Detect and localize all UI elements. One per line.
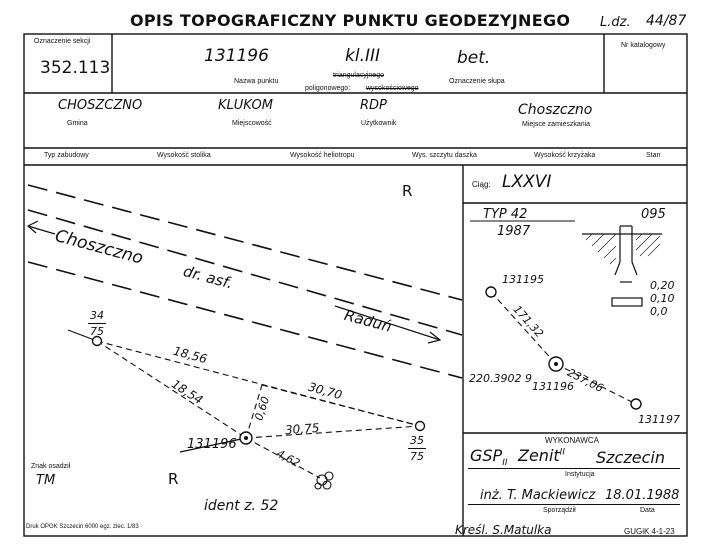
- line-main-35: [245, 425, 421, 439]
- tree-icon: [314, 471, 334, 490]
- gmina-value: CHOSZCZNO: [58, 98, 143, 113]
- sporzadzil-label: Sporządził: [543, 507, 576, 514]
- traverse-angle: 220.3902 9: [469, 372, 532, 385]
- page-title: OPIS TOPOGRAFICZNY PUNKTU GEODEZYJNEGO: [130, 11, 571, 30]
- arrow-radun-head: [427, 331, 442, 344]
- uzytkownik-value: RDP: [360, 98, 387, 113]
- zamieszkanie-value: Choszczno: [518, 102, 593, 118]
- wykonawca-gsp: GSPII: [470, 446, 508, 468]
- print-note: Druk OPGK Szczecin 6000 egz. zlec. 1/83: [26, 524, 139, 530]
- traverse-point-a: [485, 286, 497, 298]
- arrow-choszczno-shaft: [27, 225, 56, 235]
- wysok-label: wysokościowego: [366, 85, 419, 92]
- arrow-choszczno-head: [26, 220, 39, 234]
- point-number: 131196: [204, 46, 269, 66]
- triang-label: triangulacyjnego: [333, 72, 384, 79]
- traverse-c-label: 131197: [638, 413, 680, 426]
- katalog-label: Nr katalogowy: [621, 42, 666, 49]
- road-edge-top: [27, 184, 463, 301]
- wykonawca-heading: WYKONAWCA: [545, 436, 599, 445]
- instytucja-rule: [468, 468, 680, 469]
- line-34-35: [96, 340, 421, 427]
- point-35-den: 75: [410, 450, 424, 463]
- data-label: Data: [640, 507, 655, 514]
- slupa-label: Oznaczenie słupa: [449, 78, 505, 85]
- col-typ: Typ zabudowy: [44, 152, 89, 159]
- point-34-rule: [88, 323, 106, 324]
- point-35-rule: [408, 448, 426, 449]
- gsp-sub: II: [502, 458, 508, 469]
- marker-depth: 095: [641, 207, 666, 222]
- line-main-tree: [245, 437, 321, 479]
- poligon-label: poligonowego:: [305, 85, 351, 92]
- date: 18.01.1988: [605, 488, 680, 503]
- point-class: kl.III: [345, 46, 381, 66]
- traverse-b-label: 131196: [532, 380, 574, 393]
- instrument-sup: II: [559, 447, 565, 458]
- point-34-den: 75: [90, 325, 104, 338]
- ident-note: ident z. 52: [204, 498, 279, 514]
- znak-label: Znak osadził: [31, 463, 71, 470]
- height-2: 0,10: [650, 292, 675, 305]
- r-label-top: R: [402, 182, 413, 200]
- point-35-number: 35: [410, 434, 424, 447]
- col-stan: Stan: [646, 152, 661, 159]
- height-3: 0,0: [650, 305, 668, 318]
- gsp-text: GSP: [470, 446, 503, 465]
- traverse-a-label: 131195: [502, 273, 544, 286]
- point-main-number: 131196: [187, 437, 237, 452]
- author: inż. T. Mackiewicz: [480, 488, 596, 503]
- sekcja-value: 352.113: [40, 58, 111, 78]
- height-1: 0,20: [650, 279, 675, 292]
- ldz-label: L.dz.: [600, 15, 631, 30]
- sporzadzil-rule: [468, 504, 680, 505]
- miejscowosc-label: Miejscowość: [232, 120, 272, 127]
- road-edge-bottom: [27, 261, 463, 379]
- road-edge-middle: [27, 209, 463, 336]
- miejscowosc-value: KLUKOM: [218, 98, 273, 113]
- col-daszek: Wys. szczytu daszka: [412, 152, 477, 159]
- ciag-value: LXXVI: [502, 172, 552, 192]
- marker-year: 1987: [497, 224, 531, 239]
- arrow-radun-shaft: [334, 305, 441, 341]
- point-35-marker: [414, 420, 426, 432]
- znak-value: TM: [36, 473, 56, 488]
- point-34-marker: [91, 335, 103, 347]
- point-main-center: [244, 436, 248, 440]
- line-offset-35: [261, 384, 421, 427]
- zamieszkanie-label: Miejsce zamieszkania: [522, 121, 591, 128]
- ciag-label: Ciąg:: [472, 180, 491, 189]
- col-stolik: Wysokość stolika: [157, 152, 211, 159]
- col-heliotrop: Wysokość heliotropu: [290, 152, 355, 159]
- traverse-point-c: [630, 398, 642, 410]
- kresl-note: Kreśl. S.Matulka: [455, 523, 552, 537]
- wykonawca-instrument: ZenitII: [518, 446, 565, 465]
- point-marker: bet.: [457, 48, 491, 68]
- gmina-label: Gmina: [67, 120, 88, 127]
- ldz-value: 44/87: [646, 13, 687, 29]
- form-code: GUGiK 4-1-23: [624, 527, 675, 536]
- nazwa-label: Nazwa punktu: [234, 78, 279, 85]
- sekcja-label: Oznaczenie sekcji: [34, 38, 91, 45]
- wykonawca-city: Szczecin: [596, 448, 665, 467]
- instytucja-label: Instytucja: [565, 471, 595, 478]
- r-label-bottom: R: [168, 470, 179, 488]
- col-krzyzak: Wysokość krzyżaka: [534, 152, 596, 159]
- point-34-number: 34: [90, 309, 104, 322]
- uzytkownik-label: Użytkownik: [361, 120, 397, 127]
- instrument-text: Zenit: [518, 446, 560, 465]
- marker-type: TYP 42: [483, 207, 528, 222]
